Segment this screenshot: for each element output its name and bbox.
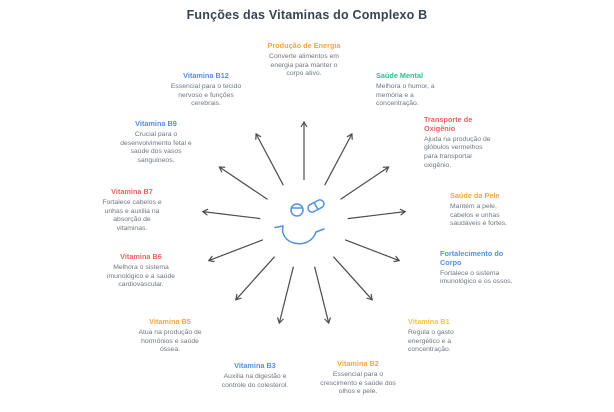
node-vitamina-b3: Vitamina B3 Auxilia na digestão e contro… <box>218 361 292 390</box>
node-fortalecimento-do-corpo: Fortalecimento do Corpo Fortalece o sist… <box>440 249 514 287</box>
node-label: Vitamina B3 <box>234 361 276 370</box>
radial-arrow <box>201 208 261 220</box>
node-description: Melhora o sistema imunológico e a saúde … <box>106 263 175 289</box>
page-title: Funções das Vitaminas do Complexo B <box>186 8 428 22</box>
node-transporte-de-oxigenio: Transporte de Oxigênio Ajuda na produção… <box>424 115 498 171</box>
node-saude-mental: Saúde Mental Melhora o humor, a memória … <box>376 71 448 109</box>
node-description: Auxilia na digestão e controle do colest… <box>221 372 289 389</box>
node-saude-da-pele: Saúde da Pele Mantém a pele, cabelos e u… <box>450 191 522 229</box>
node-label: Fortalecimento do Corpo <box>440 249 504 267</box>
radial-arrow <box>235 256 276 301</box>
radial-arrow <box>347 208 407 220</box>
radial-arrows <box>201 120 407 325</box>
node-vitamina-b12: Vitamina B12 Essencial para o tecido ner… <box>166 71 246 109</box>
node-label: Vitamina B12 <box>183 71 229 80</box>
node-description: Melhora o humor, a memória e a concentra… <box>376 82 435 108</box>
node-vitamina-b6: Vitamina B6 Melhora o sistema imunológic… <box>104 252 178 290</box>
radial-arrow <box>340 166 390 200</box>
radial-arrow <box>255 132 284 186</box>
node-description: Crucial para o desenvolvimento fetal e s… <box>120 130 192 165</box>
node-label: Vitamina B2 <box>337 359 379 368</box>
radial-arrow <box>207 239 264 263</box>
node-description: Essencial para o crescimento e saúde dos… <box>320 370 396 396</box>
node-description: Mantém a pele, cabelos e unhas saudáveis… <box>450 202 508 228</box>
node-label: Vitamina B7 <box>111 187 153 196</box>
node-vitamina-b5: Vitamina B5 Atua na produção de hormônio… <box>134 317 206 355</box>
radial-arrow <box>277 266 294 325</box>
hand-holding-pills-icon <box>274 199 325 245</box>
node-label: Saúde da Pele <box>450 191 500 200</box>
node-description: Essencial para o tecido nervoso e funçõe… <box>170 82 242 108</box>
node-label: Vitamina B9 <box>135 119 177 128</box>
node-label: Transporte de Oxigênio <box>424 115 473 133</box>
node-description: Ajuda na produção de glóbulos vermelhos … <box>424 135 491 169</box>
node-vitamina-b9: Vitamina B9 Crucial para o desenvolvimen… <box>118 119 194 166</box>
node-label: Produção de Energia <box>267 41 341 50</box>
node-label: Vitamina B1 <box>408 317 450 326</box>
node-label: Vitamina B6 <box>120 252 162 261</box>
node-description: Fortalece cabelos e unhas e auxilia na a… <box>102 198 162 233</box>
radial-arrow <box>324 132 353 186</box>
node-vitamina-b1: Vitamina B1 Regula o gasto energético e … <box>408 317 478 355</box>
node-description: Fortalece o sistema imunológico e os oss… <box>440 269 513 286</box>
radial-arrow <box>344 239 401 263</box>
node-vitamina-b2: Vitamina B2 Essencial para o crescimento… <box>320 359 396 397</box>
node-description: Converte alimentos em energia para mante… <box>269 52 339 78</box>
node-description: Regula o gasto energético e a concentraç… <box>408 328 454 354</box>
node-label: Vitamina B5 <box>149 317 191 326</box>
node-producao-de-energia: Produção de Energia Converte alimentos e… <box>267 41 341 79</box>
node-description: Atua na produção de hormônios e saúde ós… <box>138 328 202 354</box>
radial-arrow <box>332 256 373 301</box>
node-vitamina-b7: Vitamina B7 Fortalece cabelos e unhas e … <box>98 187 166 234</box>
radial-arrow <box>314 266 331 325</box>
radial-arrow <box>218 166 268 200</box>
node-label: Saúde Mental <box>376 71 424 80</box>
